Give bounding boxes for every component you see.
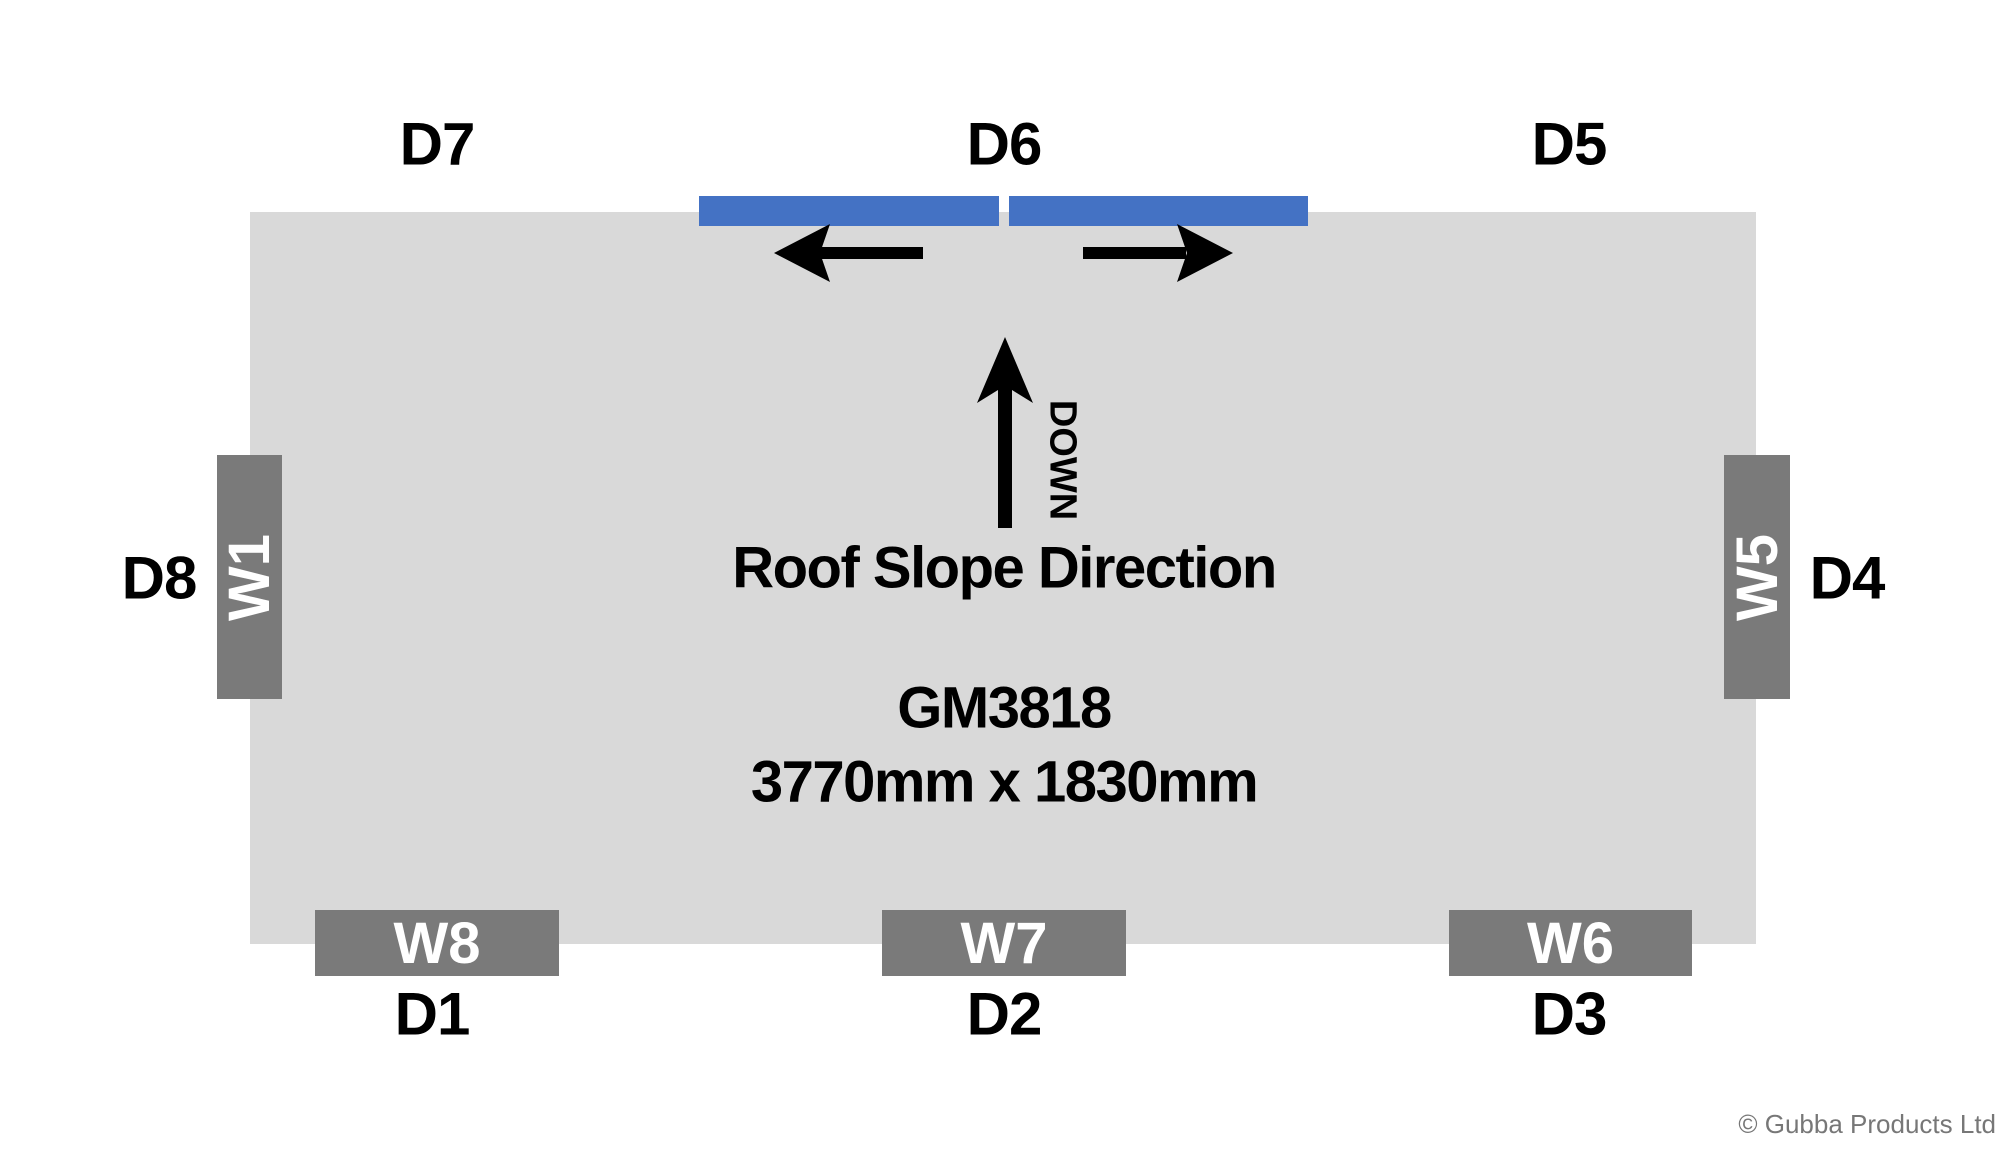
slope-direction-label: Roof Slope Direction bbox=[732, 535, 1277, 601]
copyright-notice: © Gubba Products Ltd bbox=[1738, 1109, 1996, 1139]
downpipe-d3: D3 bbox=[1531, 980, 1608, 1048]
wall-w8: W8 bbox=[315, 910, 559, 976]
product-dimensions: 3770mm x 1830mm bbox=[750, 749, 1259, 815]
wall-w6-label: W6 bbox=[1527, 910, 1614, 976]
wall-w8-label: W8 bbox=[393, 910, 481, 976]
wall-w1-label: W1 bbox=[217, 533, 282, 621]
wall-w6: W6 bbox=[1449, 910, 1692, 976]
downpipe-d5: D5 bbox=[1531, 110, 1608, 178]
downpipe-d2: D2 bbox=[966, 980, 1043, 1048]
gutter-right bbox=[1009, 196, 1308, 226]
arrow-left-icon bbox=[774, 224, 923, 282]
gutter-left bbox=[699, 196, 999, 226]
downpipe-d7: D7 bbox=[399, 110, 476, 178]
downpipe-d8: D8 bbox=[121, 544, 198, 612]
wall-w5: W5 bbox=[1724, 455, 1790, 699]
arrow-right-icon bbox=[1083, 224, 1233, 282]
downpipe-d6: D6 bbox=[966, 110, 1043, 178]
wall-w7: W7 bbox=[882, 910, 1126, 976]
roof-area bbox=[250, 212, 1756, 944]
slope-down-label: DOWN bbox=[1041, 399, 1084, 521]
product-code: GM3818 bbox=[897, 675, 1112, 741]
downpipe-d1: D1 bbox=[394, 980, 471, 1048]
downpipe-d4: D4 bbox=[1809, 544, 1886, 612]
wall-w5-label: W5 bbox=[1724, 533, 1790, 621]
slope-arrow-up-icon bbox=[977, 337, 1033, 528]
wall-w7-label: W7 bbox=[960, 910, 1048, 976]
wall-w1: W1 bbox=[217, 455, 282, 699]
